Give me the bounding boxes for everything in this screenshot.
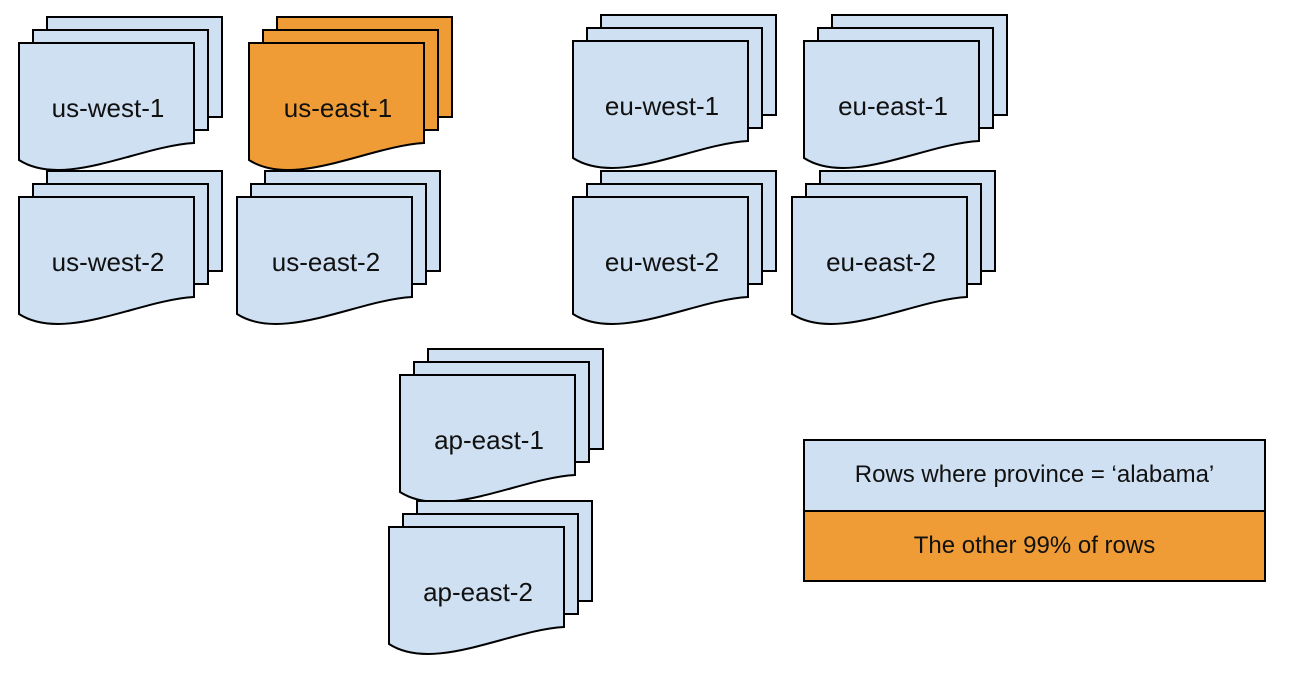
document-stack-us-east-2: us-east-2 bbox=[236, 170, 443, 327]
multi-document-icon: ap-east-1 bbox=[399, 348, 604, 503]
stack-label: ap-east-1 bbox=[434, 425, 544, 455]
page-front bbox=[803, 40, 980, 169]
document-stack-eu-west-1: eu-west-1 bbox=[572, 14, 779, 171]
stack-label: us-east-2 bbox=[272, 247, 380, 277]
document-stack-eu-east-2: eu-east-2 bbox=[791, 170, 998, 327]
multi-document-icon: us-west-1 bbox=[18, 16, 223, 171]
multi-document-icon: us-west-2 bbox=[18, 170, 223, 325]
multi-document-icon: eu-west-1 bbox=[572, 14, 777, 169]
document-stack-eu-east-1: eu-east-1 bbox=[803, 14, 1010, 171]
page-front bbox=[791, 196, 968, 325]
page-front bbox=[399, 374, 576, 503]
multi-document-icon: us-east-2 bbox=[236, 170, 441, 325]
stack-label: us-east-1 bbox=[284, 93, 392, 123]
legend-row-alabama: Rows where province = ‘alabama’ bbox=[805, 441, 1264, 510]
page-front bbox=[572, 196, 749, 325]
stack-label: eu-east-2 bbox=[826, 247, 936, 277]
multi-document-icon: us-east-1 bbox=[248, 16, 453, 171]
legend-label-other-rows: The other 99% of rows bbox=[913, 531, 1156, 559]
stack-label: us-west-1 bbox=[52, 93, 165, 123]
document-stack-ap-east-2: ap-east-2 bbox=[388, 500, 595, 657]
legend: Rows where province = ‘alabama’ The othe… bbox=[803, 439, 1266, 582]
stack-label: eu-west-2 bbox=[605, 247, 719, 277]
stack-label: us-west-2 bbox=[52, 247, 165, 277]
multi-document-icon: ap-east-2 bbox=[388, 500, 593, 655]
document-stack-us-west-1: us-west-1 bbox=[18, 16, 225, 173]
page-front bbox=[236, 196, 413, 325]
document-stack-eu-west-2: eu-west-2 bbox=[572, 170, 779, 327]
document-stack-ap-east-1: ap-east-1 bbox=[399, 348, 606, 505]
document-stack-us-east-1: us-east-1 bbox=[248, 16, 455, 173]
stack-label: ap-east-2 bbox=[423, 577, 533, 607]
multi-document-icon: eu-west-2 bbox=[572, 170, 777, 325]
multi-document-icon: eu-east-2 bbox=[791, 170, 996, 325]
stack-label: eu-west-1 bbox=[605, 91, 719, 121]
legend-row-other-rows: The other 99% of rows bbox=[805, 509, 1264, 580]
document-stack-us-west-2: us-west-2 bbox=[18, 170, 225, 327]
multi-document-icon: eu-east-1 bbox=[803, 14, 1008, 169]
page-front bbox=[248, 42, 425, 171]
stack-label: eu-east-1 bbox=[838, 91, 948, 121]
legend-label-alabama: Rows where province = ‘alabama’ bbox=[854, 461, 1215, 489]
page-front bbox=[18, 196, 195, 325]
page-front bbox=[18, 42, 195, 171]
page-front bbox=[572, 40, 749, 169]
page-front bbox=[388, 526, 565, 655]
